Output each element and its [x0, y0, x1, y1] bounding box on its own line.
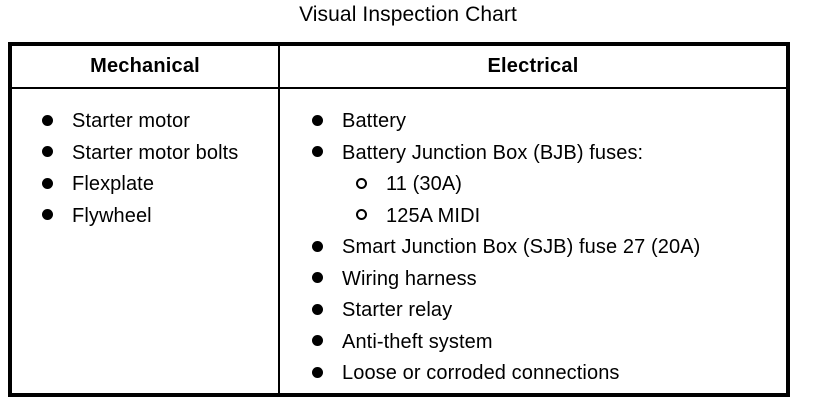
list-item-label: Flywheel	[72, 204, 152, 227]
list-item-label: Starter motor	[72, 110, 190, 132]
bullet-filled-icon	[42, 138, 64, 170]
mechanical-column-body: Starter motor Starter motor bolts Flexpl…	[12, 89, 278, 393]
electrical-item-list: Battery Battery Junction Box (BJB) fuses…	[280, 89, 786, 390]
column-divider	[278, 46, 280, 393]
bullet-filled-icon	[312, 264, 334, 296]
bullet-hollow-icon	[356, 201, 378, 233]
bullet-filled-icon	[312, 295, 334, 327]
list-item: Anti-theft system	[312, 327, 786, 359]
bullet-filled-icon	[42, 106, 64, 138]
list-item-label: Anti-theft system	[342, 330, 493, 353]
header-row-divider	[12, 87, 786, 89]
sub-list-item: 125A MIDI	[312, 201, 786, 233]
sub-list-item-label: 125A MIDI	[386, 204, 481, 227]
list-item: Starter relay	[312, 295, 786, 327]
bullet-filled-icon	[42, 169, 64, 201]
bullet-filled-icon	[312, 106, 334, 138]
list-item: Battery Junction Box (BJB) fuses:	[312, 138, 786, 170]
list-item-label: Battery Junction Box (BJB) fuses:	[342, 141, 644, 164]
bullet-filled-icon	[42, 201, 64, 233]
list-item: Starter motor	[42, 106, 278, 138]
sub-list-item-label: 11 (30A)	[386, 173, 463, 195]
mechanical-item-list: Starter motor Starter motor bolts Flexpl…	[12, 89, 278, 232]
bullet-filled-icon	[312, 138, 334, 170]
bullet-filled-icon	[312, 358, 334, 390]
bullet-filled-icon	[312, 232, 334, 264]
visual-inspection-table: Mechanical Electrical Starter motor Star…	[8, 42, 790, 397]
electrical-column-body: Battery Battery Junction Box (BJB) fuses…	[280, 89, 786, 393]
list-item: Starter motor bolts	[42, 138, 278, 170]
list-item: Wiring harness	[312, 264, 786, 296]
list-item-label: Starter relay	[342, 299, 453, 321]
list-item: Battery	[312, 106, 786, 138]
column-header-electrical: Electrical	[487, 55, 579, 77]
list-item-label: Starter motor bolts	[72, 141, 239, 164]
bullet-hollow-icon	[356, 169, 378, 201]
list-item-label: Flexplate	[72, 173, 155, 195]
list-item: Smart Junction Box (SJB) fuse 27 (20A)	[312, 232, 786, 264]
sub-list-item: 11 (30A)	[312, 169, 786, 201]
list-item: Flywheel	[42, 201, 278, 233]
list-item-label: Wiring harness	[342, 267, 477, 290]
bullet-filled-icon	[312, 327, 334, 359]
list-item-label: Loose or corroded connections	[342, 362, 620, 384]
page-title: Visual Inspection Chart	[299, 3, 517, 26]
list-item-label: Battery	[342, 110, 407, 132]
column-header-mechanical: Mechanical	[90, 55, 200, 77]
list-item: Loose or corroded connections	[312, 358, 786, 390]
list-item-label: Smart Junction Box (SJB) fuse 27 (20A)	[342, 236, 701, 258]
list-item: Flexplate	[42, 169, 278, 201]
